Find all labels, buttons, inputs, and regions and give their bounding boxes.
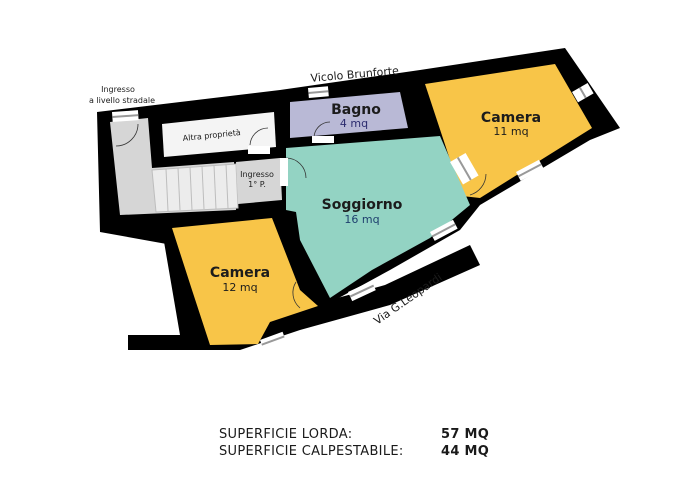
summary-label: SUPERFICIE CALPESTABILE: bbox=[219, 444, 404, 459]
bagno-area bbox=[290, 92, 408, 138]
summary-label: SUPERFICIE LORDA: bbox=[219, 427, 353, 442]
bagno-area-label: 4 mq bbox=[340, 117, 368, 130]
soggiorno-name: Soggiorno bbox=[322, 197, 403, 213]
ingresso-landing bbox=[236, 158, 282, 204]
ingresso-label-1: Ingresso bbox=[240, 170, 274, 179]
summary-row-lorda: SUPERFICIE LORDA: 57 MQ bbox=[219, 426, 489, 443]
doors bbox=[115, 121, 487, 309]
summary-value: 44 MQ bbox=[441, 444, 490, 459]
bagno-name: Bagno bbox=[331, 102, 381, 118]
camera-sw-name: Camera bbox=[210, 265, 270, 281]
entrance-street-label-2: a livello stradale bbox=[89, 96, 155, 105]
camera-ne-area-label: 11 mq bbox=[493, 125, 528, 138]
soggiorno-area bbox=[286, 136, 470, 298]
area-summary: SUPERFICIE LORDA: 57 MQ SUPERFICIE CALPE… bbox=[219, 426, 489, 460]
summary-row-calpestabile: SUPERFICIE CALPESTABILE: 44 MQ bbox=[219, 443, 489, 460]
camera-sw-area-label: 12 mq bbox=[222, 281, 257, 294]
entrance-street-label-1: Ingresso bbox=[101, 85, 135, 94]
camera-sw-area bbox=[172, 218, 318, 345]
summary-value: 57 MQ bbox=[441, 427, 490, 442]
windows bbox=[112, 83, 594, 350]
camera-ne-name: Camera bbox=[481, 110, 541, 126]
soggiorno-area-label: 16 mq bbox=[344, 213, 379, 226]
stair-steps bbox=[151, 163, 239, 213]
altra-proprieta-area bbox=[162, 112, 276, 157]
ingresso-label-2: 1° P. bbox=[248, 180, 266, 189]
